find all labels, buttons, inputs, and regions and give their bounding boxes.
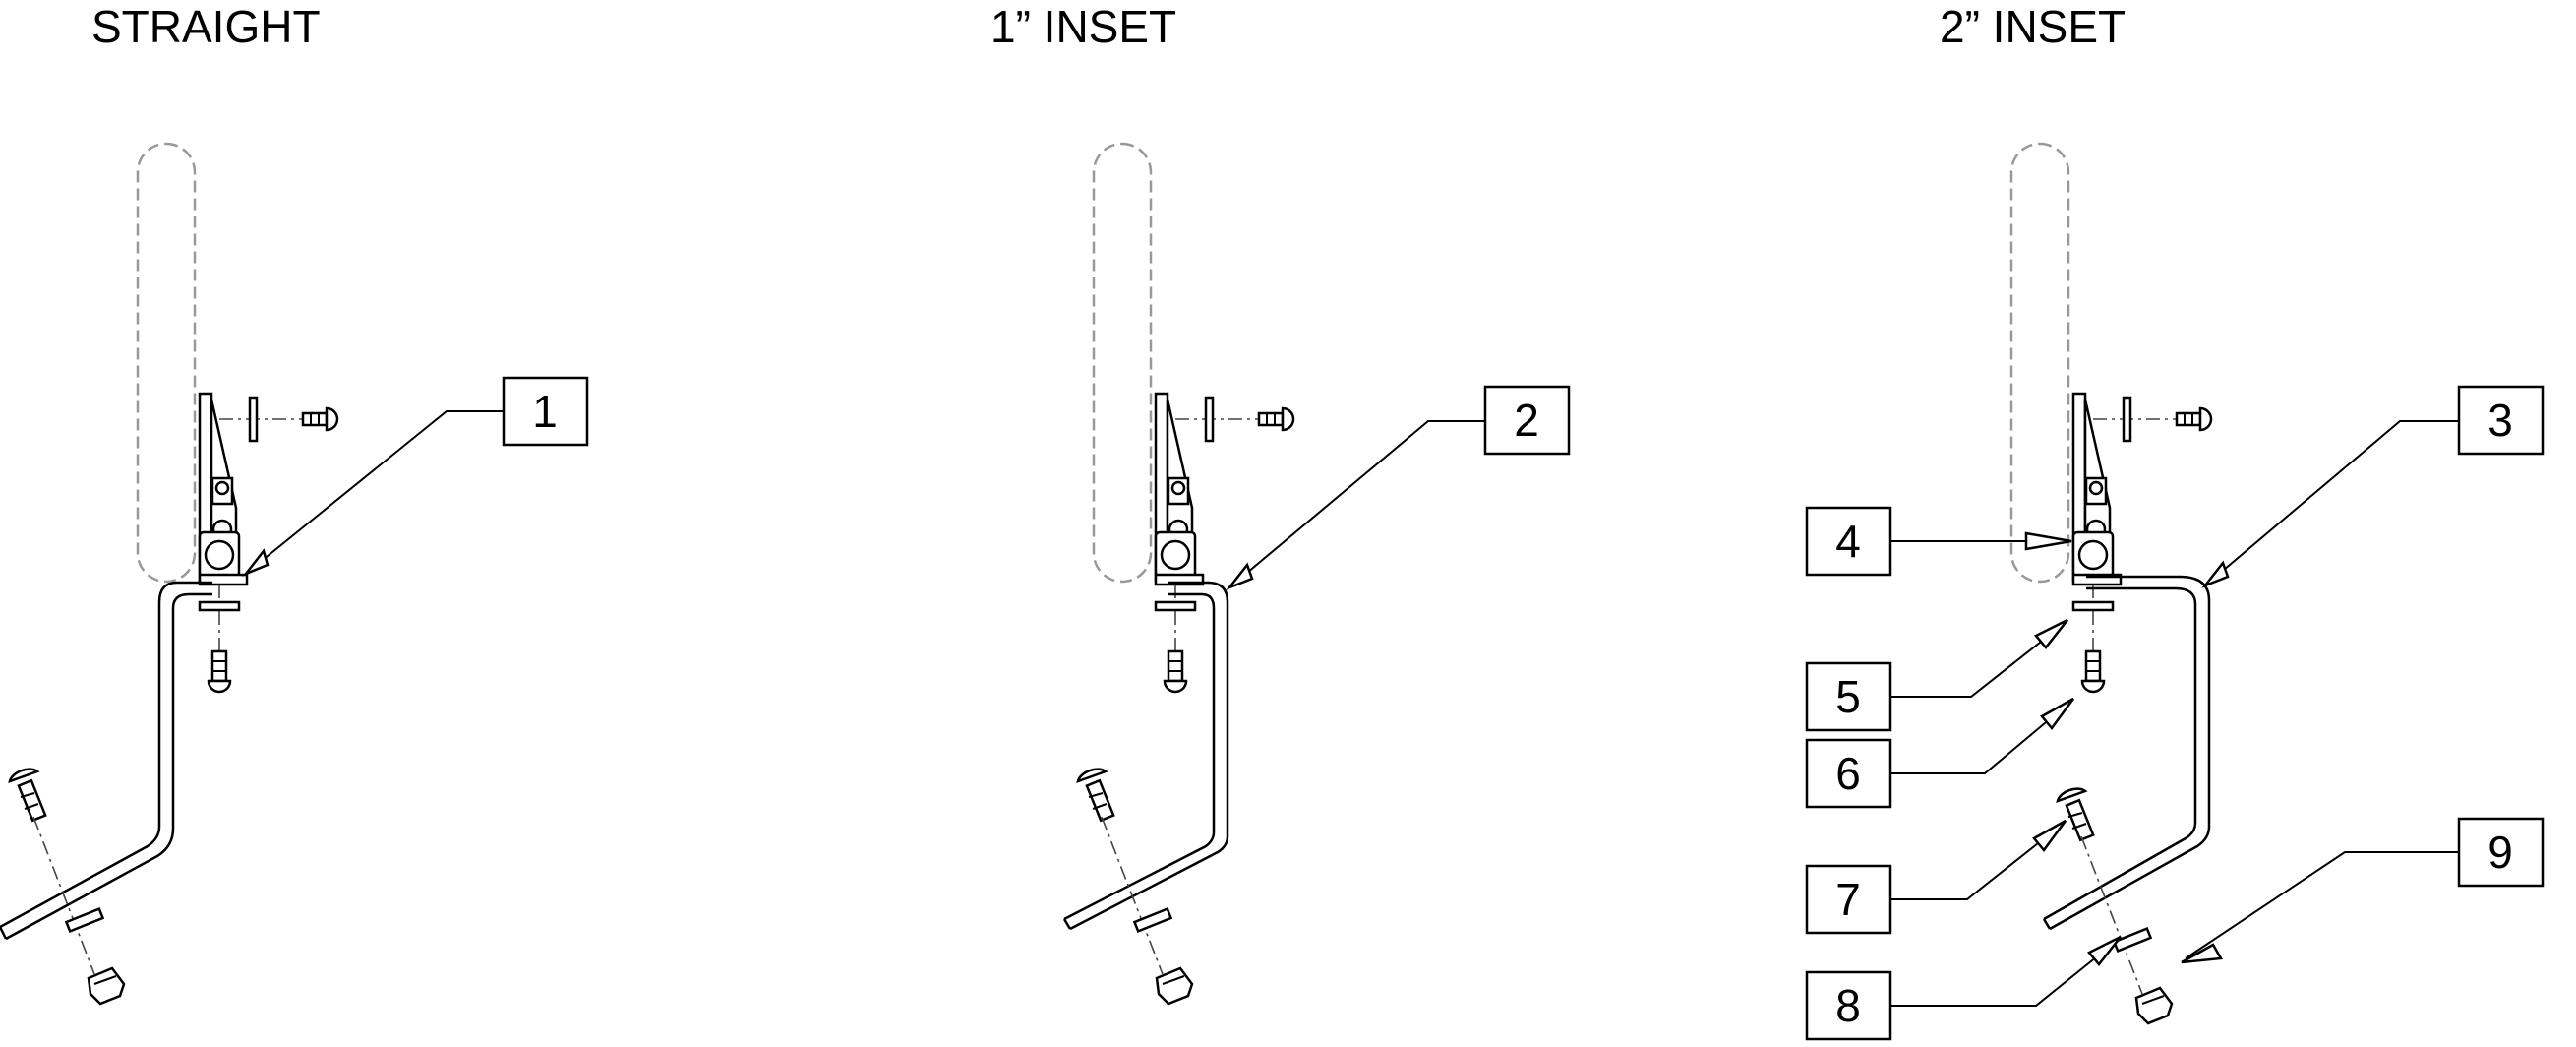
callout-4-box <box>1805 506 1892 577</box>
callout-1-label: 1 <box>532 386 558 437</box>
callout-8-label: 8 <box>1835 980 1861 1031</box>
callout-7-box <box>1805 864 1892 935</box>
callout-3-label: 3 <box>2487 395 2513 446</box>
callout-6: 6 <box>1805 697 2075 809</box>
callout-7-label: 7 <box>1835 874 1861 925</box>
callout-9-box <box>2457 817 2545 888</box>
callout-6-box <box>1805 738 1892 809</box>
callout-1-box <box>502 376 589 447</box>
callout-2: 2 <box>1226 385 1571 590</box>
callout-5-label: 5 <box>1835 671 1861 722</box>
callout-8: 8 <box>1805 935 2122 1041</box>
callout-9: 9 <box>2181 817 2545 964</box>
callout-9-label: 9 <box>2487 827 2513 878</box>
callout-7: 7 <box>1805 819 2067 935</box>
assembly-2-inch-inset <box>2009 142 2213 1025</box>
callout-2-box <box>1483 385 1571 456</box>
callout-5: 5 <box>1805 618 2068 732</box>
callout-5-box <box>1805 661 1892 732</box>
callout-4: 4 <box>1805 506 2072 577</box>
title-straight: STRAIGHT <box>91 1 321 52</box>
callout-2-label: 2 <box>1514 395 1539 446</box>
callout-3-box <box>2457 385 2545 456</box>
callout-6-label: 6 <box>1835 748 1861 799</box>
assembly-straight <box>0 142 339 1006</box>
title-1-inch-inset: 1” INSET <box>990 1 1176 52</box>
callout-3: 3 <box>2201 385 2545 588</box>
assembly-1-inch-inset <box>1062 142 1295 1006</box>
title-2-inch-inset: 2” INSET <box>1940 1 2126 52</box>
callout-1: 1 <box>242 376 589 577</box>
callout-4-label: 4 <box>1835 516 1861 567</box>
callout-8-box <box>1805 970 1892 1041</box>
